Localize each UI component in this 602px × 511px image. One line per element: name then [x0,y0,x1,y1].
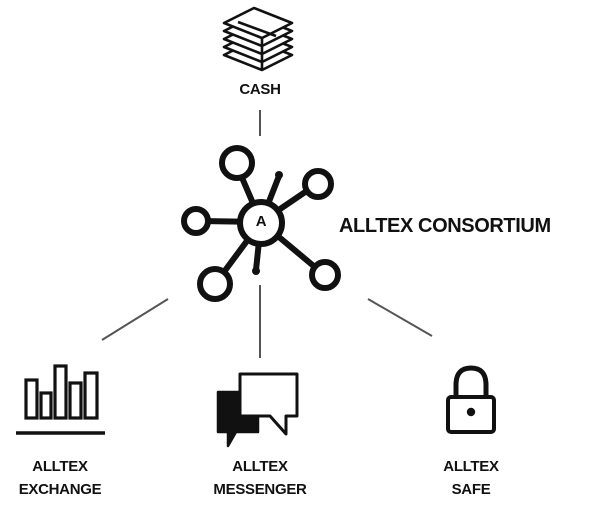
padlock-icon [446,365,496,434]
hub-label: ALLTEX CONSORTIUM [339,215,551,237]
connector-hub-safe [367,298,433,337]
cash-stack-icon [222,6,294,72]
bar-chart-icon [16,364,105,435]
chat-bubbles-icon [216,372,299,448]
connectors [101,110,433,358]
node-exchange-line2: EXCHANGE [18,481,102,498]
node-safe-line1: ALLTEX [443,458,499,475]
node-exchange-line1: ALLTEX [32,458,88,475]
cash-label: CASH [239,81,281,98]
node-messenger-line1: ALLTEX [232,458,288,475]
node-messenger-line2: MESSENGER [213,481,307,498]
hub-badge: A [255,213,267,230]
node-safe-line2: SAFE [451,481,491,498]
network-hub-icon [181,145,341,302]
connector-hub-exchange [101,298,169,341]
